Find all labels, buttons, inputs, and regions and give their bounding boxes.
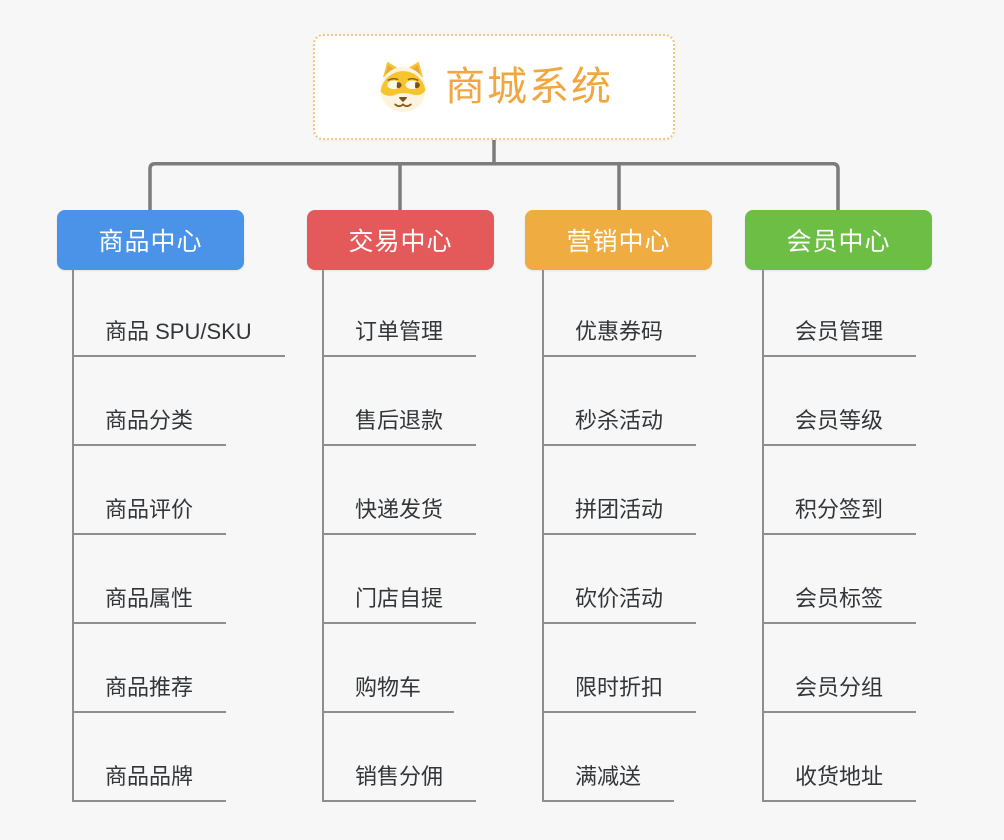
branch-spine-line bbox=[72, 270, 74, 802]
leaf-node[interactable]: 会员标签 bbox=[762, 584, 917, 624]
branch-node-product-center[interactable]: 商品中心 bbox=[57, 210, 244, 270]
leaf-node[interactable]: 砍价活动 bbox=[542, 584, 697, 624]
root-node[interactable]: 商城系统 bbox=[313, 34, 675, 140]
branch-label: 商品中心 bbox=[98, 228, 203, 256]
branch-spine-line bbox=[762, 270, 764, 802]
leaf-node[interactable]: 会员等级 bbox=[762, 406, 917, 446]
leaf-node[interactable]: 商品评价 bbox=[72, 495, 227, 535]
branch-label: 会员中心 bbox=[786, 228, 891, 256]
branch-node-marketing-center[interactable]: 营销中心 bbox=[525, 210, 712, 270]
branch-label: 营销中心 bbox=[566, 228, 671, 256]
doge-icon bbox=[380, 61, 426, 113]
root-node-label: 商城系统 bbox=[445, 65, 613, 109]
leaf-node[interactable]: 门店自提 bbox=[322, 584, 477, 624]
leaf-node[interactable]: 商品推荐 bbox=[72, 673, 227, 713]
branch-node-member-center[interactable]: 会员中心 bbox=[745, 210, 932, 270]
leaf-node[interactable]: 满减送 bbox=[542, 762, 675, 802]
leaf-node[interactable]: 商品 SPU/SKU bbox=[72, 317, 285, 357]
branch-spine-line bbox=[542, 270, 544, 802]
leaf-node[interactable]: 拼团活动 bbox=[542, 495, 697, 535]
leaf-node[interactable]: 秒杀活动 bbox=[542, 406, 697, 446]
leaf-node[interactable]: 销售分佣 bbox=[322, 762, 477, 802]
leaf-node[interactable]: 购物车 bbox=[322, 673, 455, 713]
leaf-node[interactable]: 商品分类 bbox=[72, 406, 227, 446]
branch-node-trade-center[interactable]: 交易中心 bbox=[307, 210, 494, 270]
leaf-node[interactable]: 快递发货 bbox=[322, 495, 477, 535]
branch-label: 交易中心 bbox=[348, 228, 453, 256]
leaf-node[interactable]: 会员分组 bbox=[762, 673, 917, 713]
leaf-node[interactable]: 优惠券码 bbox=[542, 317, 697, 357]
leaf-node[interactable]: 订单管理 bbox=[322, 317, 477, 357]
leaf-node[interactable]: 商品属性 bbox=[72, 584, 227, 624]
leaf-node[interactable]: 会员管理 bbox=[762, 317, 917, 357]
branch-spine-line bbox=[322, 270, 324, 802]
leaf-node[interactable]: 售后退款 bbox=[322, 406, 477, 446]
leaf-node[interactable]: 积分签到 bbox=[762, 495, 917, 535]
leaf-node[interactable]: 商品品牌 bbox=[72, 762, 227, 802]
leaf-node[interactable]: 限时折扣 bbox=[542, 673, 697, 713]
leaf-node[interactable]: 收货地址 bbox=[762, 762, 917, 802]
